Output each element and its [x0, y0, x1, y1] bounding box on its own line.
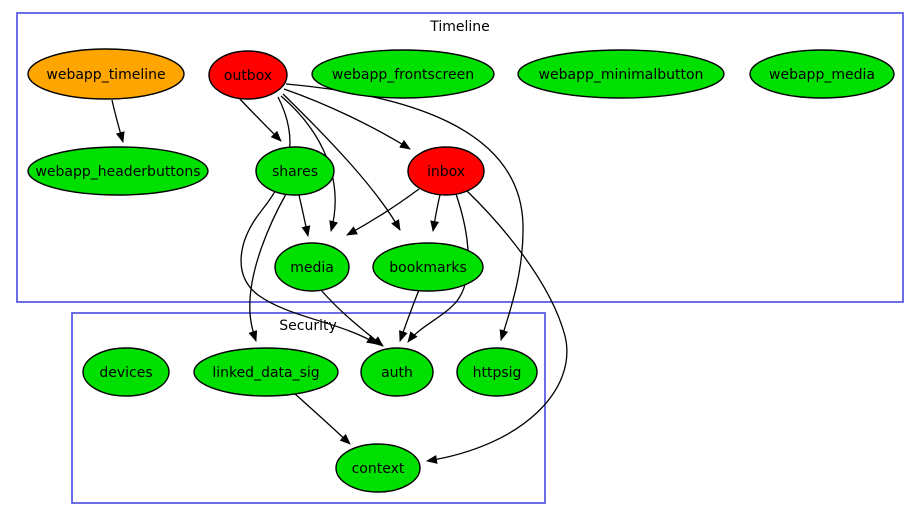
edge-inbox-to-auth: [407, 193, 469, 343]
node-context: [335, 443, 421, 493]
node-bookmarks: [372, 242, 484, 292]
node-webapp_headerbuttons: [27, 146, 209, 196]
node-httpsig: [456, 347, 538, 397]
edge-outbox-to-inbox: [283, 88, 411, 150]
node-linked_data_sig-label: linked_data_sig: [212, 365, 319, 381]
cluster-timeline-label: Timeline: [429, 19, 490, 35]
node-devices: [82, 347, 170, 397]
node-webapp_frontscreen-label: webapp_frontscreen: [332, 67, 474, 83]
edge-webapp_timeline-to-webapp_headerbuttons: [111, 99, 125, 143]
edge-bookmarks-to-auth: [399, 289, 420, 342]
edge-outbox-to-auth: [240, 96, 378, 345]
node-auth-label: auth: [381, 365, 413, 381]
node-shares-label: shares: [272, 164, 318, 180]
node-httpsig-label: httpsig: [473, 365, 522, 381]
node-webapp_timeline: [27, 48, 185, 100]
node-webapp_timeline-label: webapp_timeline: [46, 67, 165, 83]
node-media-label: media: [290, 260, 334, 276]
edge-shares-to-media: [298, 194, 311, 237]
edge-outbox-to-shares: [238, 97, 282, 142]
edge-shares-to-linked_data_sig: [248, 193, 287, 342]
node-webapp_frontscreen: [311, 49, 495, 99]
node-webapp_media: [749, 49, 895, 99]
edge-outbox-to-bookmarks: [282, 93, 401, 231]
node-context-label: context: [352, 461, 405, 477]
edge-linked_data_sig-to-context: [293, 392, 351, 445]
node-outbox-label: outbox: [224, 68, 272, 84]
node-bookmarks-label: bookmarks: [389, 260, 467, 276]
edge-media-to-auth: [320, 289, 384, 347]
edge-inbox-to-context: [426, 190, 568, 464]
node-inbox-label: inbox: [427, 164, 465, 180]
node-webapp_minimalbutton-label: webapp_minimalbutton: [539, 67, 704, 83]
edge-outbox-to-httpsig: [285, 83, 524, 341]
node-auth: [360, 347, 434, 397]
node-shares: [255, 146, 335, 196]
node-webapp_media-label: webapp_media: [769, 67, 875, 83]
node-media: [274, 242, 350, 292]
node-inbox: [407, 146, 485, 196]
edge-inbox-to-bookmarks: [430, 194, 441, 232]
node-webapp_minimalbutton: [517, 49, 725, 99]
cluster-security-box: [71, 312, 546, 504]
node-webapp_headerbuttons-label: webapp_headerbuttons: [35, 164, 200, 180]
cluster-security-label: Security: [279, 318, 337, 334]
cluster-timeline-box: [16, 12, 904, 303]
node-linked_data_sig: [193, 347, 339, 397]
node-devices-label: devices: [99, 365, 152, 381]
node-outbox: [208, 50, 288, 100]
edge-inbox-to-media: [346, 188, 420, 236]
